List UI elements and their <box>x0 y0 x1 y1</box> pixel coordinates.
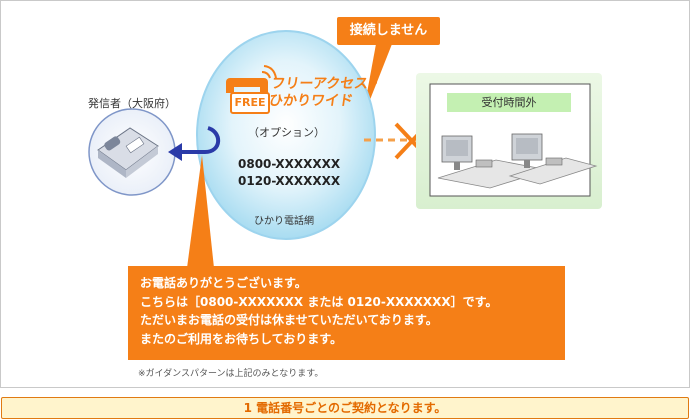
empty-desk-icon <box>508 133 598 185</box>
logo-line-1: フリーアクセス・ <box>270 76 384 92</box>
number-0120: 0120-XXXXXXX <box>238 174 341 188</box>
service-logo: フリーアクセス・ ひかりワイド <box>267 76 384 110</box>
guidance-note: ※ガイダンスパターンは上記のみとなります。 <box>138 369 324 379</box>
return-arrow-head <box>168 143 182 161</box>
callout-main-pointer <box>187 155 214 268</box>
guidance-callout: お電話ありがとうございます。 こちらは［0800-XXXXXXX または 012… <box>128 266 565 360</box>
caller-phone-icon <box>97 127 159 178</box>
guidance-line: ただいまお電話の受付は休ませていただいております。 <box>140 313 438 327</box>
free-badge: FREE <box>230 92 270 114</box>
no-connection-callout: 接続しません <box>337 17 440 45</box>
service-numbers: 0800-XXXXXXX 0120-XXXXXXX <box>238 156 340 190</box>
number-0800: 0800-XXXXXXX <box>238 157 341 171</box>
return-arrow <box>180 126 221 154</box>
guidance-line: こちらは［0800-XXXXXXX または 0120-XXXXXXX］です。 <box>140 294 498 309</box>
guidance-line: またのご利用をお待ちしております。 <box>140 331 343 346</box>
caller-label: 発信者（大阪府） <box>88 97 176 110</box>
option-label: （オプション） <box>248 126 325 139</box>
guidance-line: お電話ありがとうございます。 <box>140 276 307 290</box>
contract-notice-bar: 1 電話番号ごとのご契約となります。 <box>1 397 689 419</box>
network-label: ひかり電話網 <box>254 216 314 227</box>
free-dial-phone-icon <box>226 65 277 93</box>
office-closed-label: 受付時間外 <box>447 93 571 112</box>
logo-line-2: ひかりワイド <box>267 93 354 109</box>
empty-desk-icon <box>437 135 549 189</box>
